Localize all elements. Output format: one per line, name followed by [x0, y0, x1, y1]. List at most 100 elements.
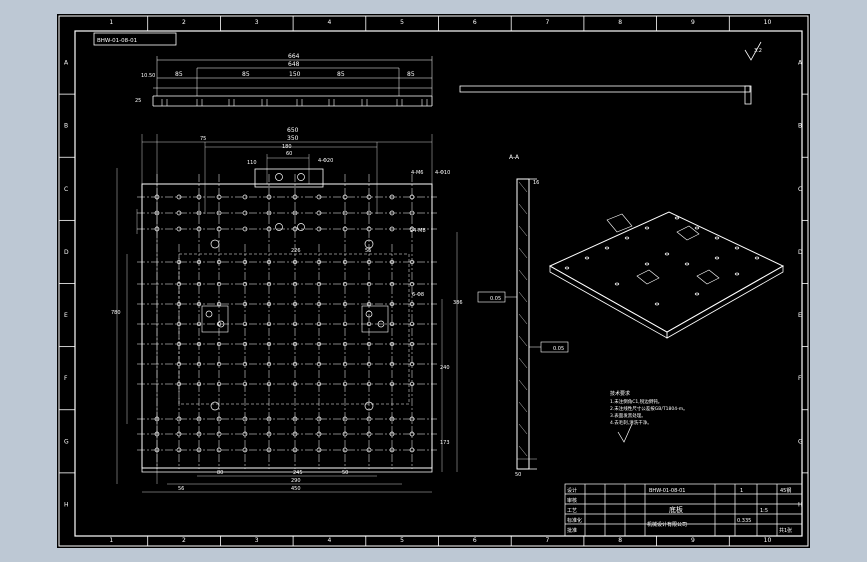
hole [409, 431, 415, 437]
hole [196, 381, 202, 387]
hole [196, 301, 202, 307]
hole [342, 447, 348, 453]
hole [389, 361, 395, 367]
hole [154, 226, 160, 232]
hole [196, 416, 202, 422]
title-row-2: 审核 [567, 497, 577, 504]
hole [342, 431, 348, 437]
dim-plan-350: 350 [287, 135, 299, 142]
hole [266, 416, 272, 422]
hole [176, 321, 182, 327]
border-col-bottom-5: 5 [400, 537, 404, 544]
hole [366, 301, 372, 307]
hole [316, 431, 322, 437]
hole [176, 447, 182, 453]
title-company: 机械设计有限公司 [647, 521, 687, 528]
hole [316, 416, 322, 422]
iso-hole [624, 236, 630, 240]
dim-plan-240: 240 [440, 365, 450, 371]
drawing-number-frame [93, 32, 177, 46]
hole [292, 361, 298, 367]
hole [342, 301, 348, 307]
hole [389, 226, 395, 232]
hole [389, 259, 395, 265]
hole [292, 210, 298, 216]
hole [196, 431, 202, 437]
iso-hole [664, 252, 670, 256]
dim-plan-width: 650 [287, 127, 299, 134]
hole [389, 194, 395, 200]
hole [366, 381, 372, 387]
hole [377, 320, 385, 328]
hole [292, 194, 298, 200]
iso-hole [674, 216, 680, 220]
hole [409, 416, 415, 422]
hole [292, 447, 298, 453]
dim-plan-56b: 56 [178, 486, 184, 492]
border-row-left-G: G [64, 438, 69, 445]
border-col-top-4: 4 [327, 19, 331, 26]
hole [342, 226, 348, 232]
border-row-left-H: H [64, 501, 69, 508]
dim-plan-80: 80 [217, 470, 223, 476]
border-col-bottom-9: 9 [691, 537, 695, 544]
dim-plan-290: 290 [291, 478, 301, 484]
dim-plan-386: 386 [453, 300, 463, 306]
hole-callout-4: 6-Φ8 [412, 292, 424, 298]
border-row-left-B: B [64, 123, 68, 130]
hole [292, 416, 298, 422]
hole [242, 341, 248, 347]
hole [316, 341, 322, 347]
iso-hole [714, 236, 720, 240]
hole [342, 321, 348, 327]
border-col-bottom-1: 1 [109, 537, 113, 544]
hole [242, 281, 248, 287]
dim-plan-75: 75 [200, 136, 206, 142]
dim-side-seg5: 85 [407, 71, 415, 78]
hole [409, 194, 415, 200]
section-view [477, 178, 569, 470]
hole [196, 447, 202, 453]
hole [342, 194, 348, 200]
border-col-top-5: 5 [400, 19, 404, 26]
border-row-right-G: G [798, 438, 803, 445]
dim-plan-173: 173 [440, 440, 450, 446]
hole [266, 447, 272, 453]
section-bottom: 50 [515, 472, 521, 478]
hole [275, 223, 283, 231]
border-row-right-H: H [798, 501, 803, 508]
hole [409, 210, 415, 216]
hole [389, 210, 395, 216]
hole [266, 301, 272, 307]
title-row-3: 工艺 [567, 508, 577, 514]
hole [176, 259, 182, 265]
iso-hole [584, 256, 590, 260]
hole [196, 194, 202, 200]
iso-hole [644, 226, 650, 230]
hole [316, 226, 322, 232]
hole [266, 321, 272, 327]
notes-line-2: 2.未注线性尺寸公差按GB/T1804-m。 [610, 405, 688, 412]
hole [316, 361, 322, 367]
hole [292, 321, 298, 327]
hole [292, 381, 298, 387]
hole-callout-2: 4-Φ10 [435, 170, 450, 176]
hole [342, 210, 348, 216]
hole [409, 226, 415, 232]
hole [292, 226, 298, 232]
hole [275, 173, 283, 181]
hole [389, 416, 395, 422]
hole [366, 259, 372, 265]
dim-plan-110: 110 [247, 160, 257, 166]
hole [389, 431, 395, 437]
isometric-view [548, 211, 785, 339]
hole [176, 226, 182, 232]
hole [176, 416, 182, 422]
hole-callout-3: 24-M8 [410, 228, 426, 234]
hole [242, 226, 248, 232]
hole [242, 301, 248, 307]
hole [266, 210, 272, 216]
iso-hole [644, 262, 650, 266]
hole [316, 381, 322, 387]
drawing-viewport[interactable]: BHW-01-08-01 664 648 10.50 85 85 150 85 … [57, 14, 810, 548]
